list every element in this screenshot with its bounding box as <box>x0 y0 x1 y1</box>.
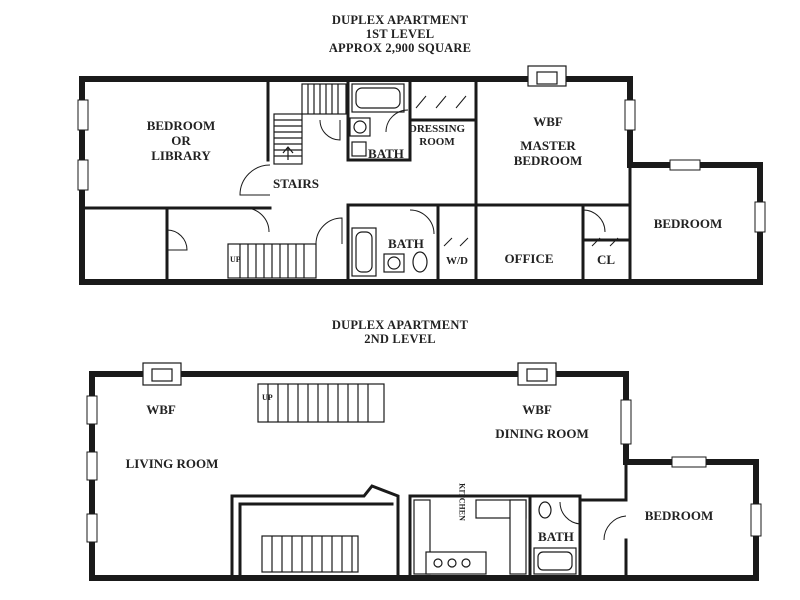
kitchen-counter-icon <box>509 499 527 575</box>
level2-title: DUPLEX APARTMENT 2ND LEVEL <box>0 318 800 346</box>
room-label-bedroom-or-library: BEDROOM <box>147 118 216 133</box>
door-swing-icon <box>409 209 435 235</box>
level1-title-line1: DUPLEX APARTMENT <box>331 13 469 27</box>
stairs-upper <box>301 83 347 115</box>
door-swing-icon <box>244 207 270 233</box>
window-icon <box>624 99 636 131</box>
window-icon <box>86 395 98 425</box>
door-swing-icon <box>315 217 343 245</box>
window-icon <box>620 399 632 445</box>
window-icon <box>86 451 98 481</box>
room-label-bath: BATH <box>388 236 424 251</box>
door-swing-icon <box>603 515 627 541</box>
room-label-bath: BATH <box>368 146 404 161</box>
room-label-wd: W/D <box>446 255 468 267</box>
toilet-icon <box>351 141 367 157</box>
door-swing-icon <box>319 119 341 141</box>
level2-title-line2: 2ND LEVEL <box>364 332 436 346</box>
door-swing-icon <box>239 164 271 196</box>
stairs-up-label: UP <box>230 255 241 264</box>
room-label-office: OFFICE <box>504 251 553 266</box>
stairs-lower <box>261 535 359 573</box>
closet-door-icon <box>591 237 619 247</box>
level1-title-line2: 1ST LEVEL <box>365 27 435 41</box>
fireplace-inner <box>536 71 558 85</box>
room-label-master-bedroom: MASTER <box>520 138 576 153</box>
window-icon <box>86 513 98 543</box>
window-icon <box>671 456 707 468</box>
room-label-wbf: WBF <box>533 114 563 129</box>
room-label-wbf: WBF <box>522 402 552 417</box>
level1-title-line3: APPROX 2,900 SQUARE <box>328 41 472 55</box>
closet-door-icon <box>443 237 469 247</box>
room-label-closet: CL <box>597 252 615 267</box>
arrow-up-icon <box>282 146 294 160</box>
room-label-living-room: LIVING ROOM <box>126 456 219 471</box>
room-label-dressing-room: ROOM <box>419 136 455 148</box>
window-icon <box>669 159 701 171</box>
door-swing-icon <box>582 209 606 233</box>
level2-outer-wall <box>89 371 759 581</box>
room-label-bath: BATH <box>538 529 574 544</box>
room-label-wbf: WBF <box>146 402 176 417</box>
room-label-bedroom-or-library: LIBRARY <box>151 148 211 163</box>
door-swing-icon <box>166 229 188 251</box>
room-label-bedroom-or-library: OR <box>171 133 191 148</box>
window-icon <box>750 503 762 537</box>
level1-plan: UP BEDROOM OR LIBRARY STAIRS BATH DRESSI… <box>77 65 766 285</box>
room-label-dining-room: DINING ROOM <box>495 426 589 441</box>
room-label-master-bedroom: BEDROOM <box>514 153 583 168</box>
door-swing-icon <box>559 501 581 525</box>
toilet-icon <box>538 501 552 519</box>
toilet-icon <box>412 251 428 273</box>
stairs-up-label: UP <box>262 393 273 402</box>
room-label-bedroom: BEDROOM <box>645 508 714 523</box>
level1-title: DUPLEX APARTMENT 1ST LEVEL APPROX 2,900 … <box>0 13 800 55</box>
level1-outer-wall <box>79 76 763 285</box>
stairs-flight <box>273 113 303 165</box>
room-label-dressing-room: DRESSING <box>409 123 466 135</box>
wall <box>230 484 400 580</box>
stairs-upper <box>257 383 385 423</box>
window-icon <box>754 201 766 233</box>
room-label-stairs: STAIRS <box>273 176 319 191</box>
door-swing-icon <box>385 109 409 133</box>
window-icon <box>77 159 89 191</box>
level2-title-line1: DUPLEX APARTMENT <box>331 318 469 332</box>
level2-plan: UP <box>86 362 762 581</box>
room-label-kitchen: KITCHEN <box>458 483 467 521</box>
closet-door-icon <box>415 95 467 109</box>
room-label-bedroom: BEDROOM <box>654 216 723 231</box>
window-icon <box>77 99 89 131</box>
